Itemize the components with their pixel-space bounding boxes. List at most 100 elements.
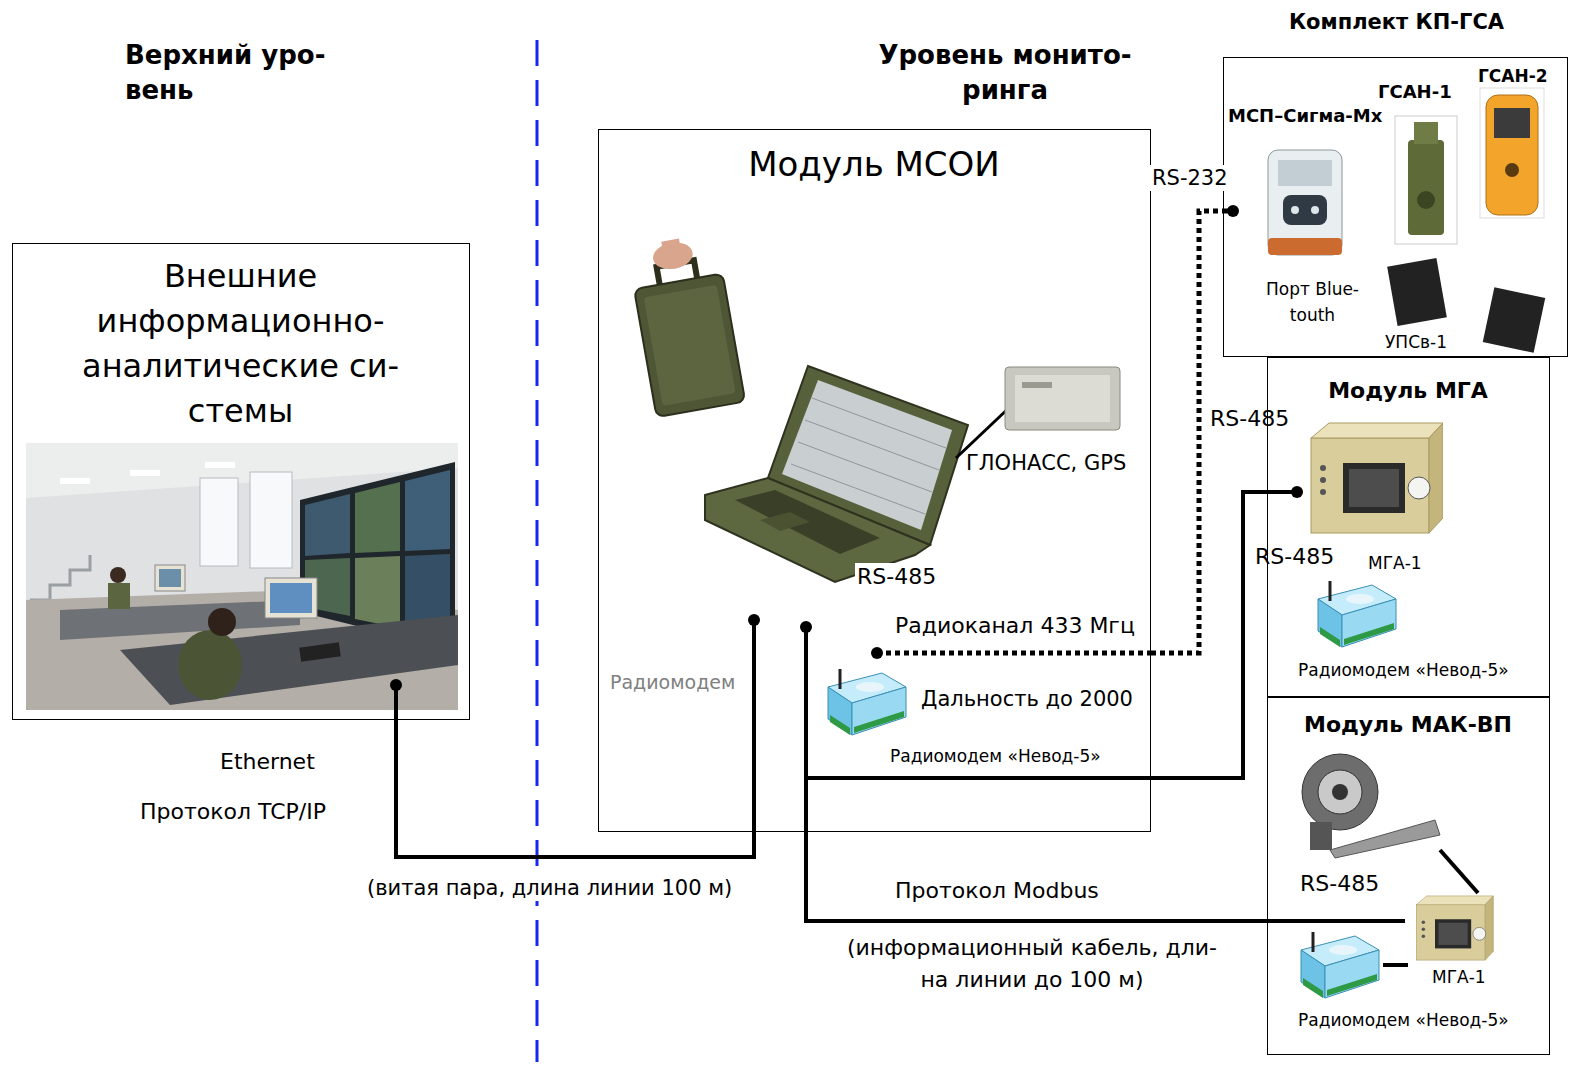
control-room-photo — [405, 470, 450, 551]
wire-stub — [1267, 919, 1405, 923]
control-room-photo — [299, 642, 341, 661]
connection-dot — [748, 614, 760, 626]
wire-stub — [877, 651, 1151, 656]
upsv-device — [1483, 287, 1546, 353]
control-room-photo — [178, 630, 242, 700]
port-name: Порт Blue- touth — [1255, 276, 1370, 328]
label-anchor: Радиоканал 433 Мгц — [895, 612, 1135, 640]
label-anchor: Радиомодем «Невод-5» — [1298, 660, 1509, 681]
device-name: Радиомодем «Невод-5» — [1298, 1010, 1509, 1031]
control-room-photo — [208, 608, 236, 636]
level-divider — [537, 40, 538, 1062]
control-room-photo — [60, 600, 300, 640]
label-anchor: МГА-1 — [1432, 967, 1486, 988]
label-anchor: МСП–Сигма-Мх — [1228, 104, 1382, 127]
label-anchor: RS-485 — [1255, 543, 1334, 571]
wire-stub — [1440, 850, 1478, 893]
label-anchor: Дальность до 2000 — [921, 686, 1133, 712]
gsan1-device — [1408, 140, 1444, 235]
interface-name: RS-485 — [1210, 405, 1289, 433]
radiomodem-icon — [1318, 581, 1396, 647]
label-anchor: Протокол Modbus — [895, 877, 1099, 905]
suitcase-illustration — [627, 232, 746, 417]
interface-name: Ethernet — [220, 748, 315, 776]
label-anchor: ГСАН-1 — [1378, 80, 1452, 103]
laptop-illustration — [705, 366, 968, 582]
device-name: МГА-1 — [1432, 967, 1486, 988]
control-room-photo — [265, 578, 317, 618]
control-room-photo — [270, 583, 312, 613]
radio-link — [1151, 211, 1223, 653]
gnss-module — [1022, 382, 1052, 388]
label-anchor: Радиомодем «Невод-5» — [890, 746, 1101, 767]
pump-illustration — [1318, 770, 1362, 814]
control-room-photo — [250, 472, 292, 568]
channel-name: Радиоканал 433 Мгц — [895, 612, 1135, 640]
interface-name: RS-485 — [1255, 543, 1334, 571]
level-divider — [536, 40, 539, 1062]
control-room-photo — [26, 443, 458, 710]
label-anchor: RS-485 — [1210, 405, 1289, 433]
label-anchor: (витая пара, длина линии 100 м) — [365, 875, 734, 901]
control-room-photo — [120, 615, 458, 705]
interface-name: RS-485 — [1300, 870, 1379, 898]
control-room-photo — [108, 583, 130, 609]
suitcase-illustration — [644, 285, 736, 406]
msp-sigma-device — [1268, 238, 1342, 255]
cable-link — [1151, 492, 1267, 778]
gnss-module — [956, 367, 1120, 458]
connection-dot — [871, 647, 883, 659]
laptop-illustration — [760, 512, 810, 531]
label-anchor: Верхний уро- вень — [125, 38, 387, 108]
box-title: Комплект КП-ГСА — [1224, 8, 1569, 36]
gsan2-device — [1494, 108, 1530, 138]
laptop-illustration — [805, 420, 939, 470]
gsan2-device — [1480, 88, 1544, 218]
wire-stub — [396, 211, 1478, 965]
control-room-photo — [26, 443, 458, 710]
connection-dot — [1291, 486, 1303, 498]
gsan1-device — [1395, 116, 1457, 244]
wire-stub — [752, 620, 756, 832]
system-box: Внешние информационно- аналитические си-… — [12, 243, 470, 720]
pump-illustration — [1302, 754, 1378, 830]
connection-dot — [1227, 205, 1239, 217]
connection-dot — [390, 205, 1303, 691]
device-name: УПСв-1 — [1385, 332, 1447, 353]
gsan1-device — [1395, 116, 1457, 244]
gsan2-device — [1486, 95, 1538, 215]
gas-analyzer-icon — [1311, 423, 1443, 533]
gnss-module — [1015, 375, 1110, 422]
device-name: МГА-1 — [1368, 553, 1422, 574]
device-name: ГСАН-1 — [1378, 80, 1452, 103]
laptop-illustration — [812, 398, 946, 448]
module-box: Модуль МСОИ — [598, 129, 1151, 832]
msp-sigma-device — [1268, 150, 1342, 255]
radiomodem-icon — [828, 581, 1396, 998]
control-room-photo — [30, 555, 90, 600]
pump-illustration — [1310, 822, 1332, 850]
msp-sigma-device — [1268, 150, 1342, 255]
msp-sigma-device — [1311, 206, 1319, 214]
label-anchor: МГА-1 — [1368, 553, 1422, 574]
laptop-illustration — [735, 490, 880, 554]
radiomodem-icon — [1301, 932, 1379, 998]
protocol-name: Протокол TCP/IP — [140, 798, 326, 826]
label-anchor: Порт Blue- touth — [1255, 276, 1370, 328]
label-anchor: RS-485 — [1300, 870, 1379, 898]
control-room-photo — [155, 565, 185, 591]
range-note: Дальность до 2000 — [921, 686, 1133, 712]
cable-note: (информационный кабель, дли- на линии до… — [832, 932, 1232, 996]
gnss-module — [956, 405, 1012, 458]
suitcase-illustration — [634, 273, 745, 417]
interface-name: RS-232 — [1150, 165, 1230, 191]
label-anchor: RS-485 — [855, 563, 938, 591]
label-anchor: УПСв-1 — [1385, 332, 1447, 353]
module-box: Модуль МГА — [1267, 357, 1550, 697]
connection-dot — [800, 621, 812, 633]
suitcase-illustration — [661, 239, 681, 256]
wire-stub — [806, 776, 1151, 780]
box-title: Модуль МГА — [1268, 376, 1548, 406]
label-anchor: Радиомодем «Невод-5» — [1298, 1010, 1509, 1031]
device-name: МСП–Сигма-Мх — [1228, 104, 1382, 127]
